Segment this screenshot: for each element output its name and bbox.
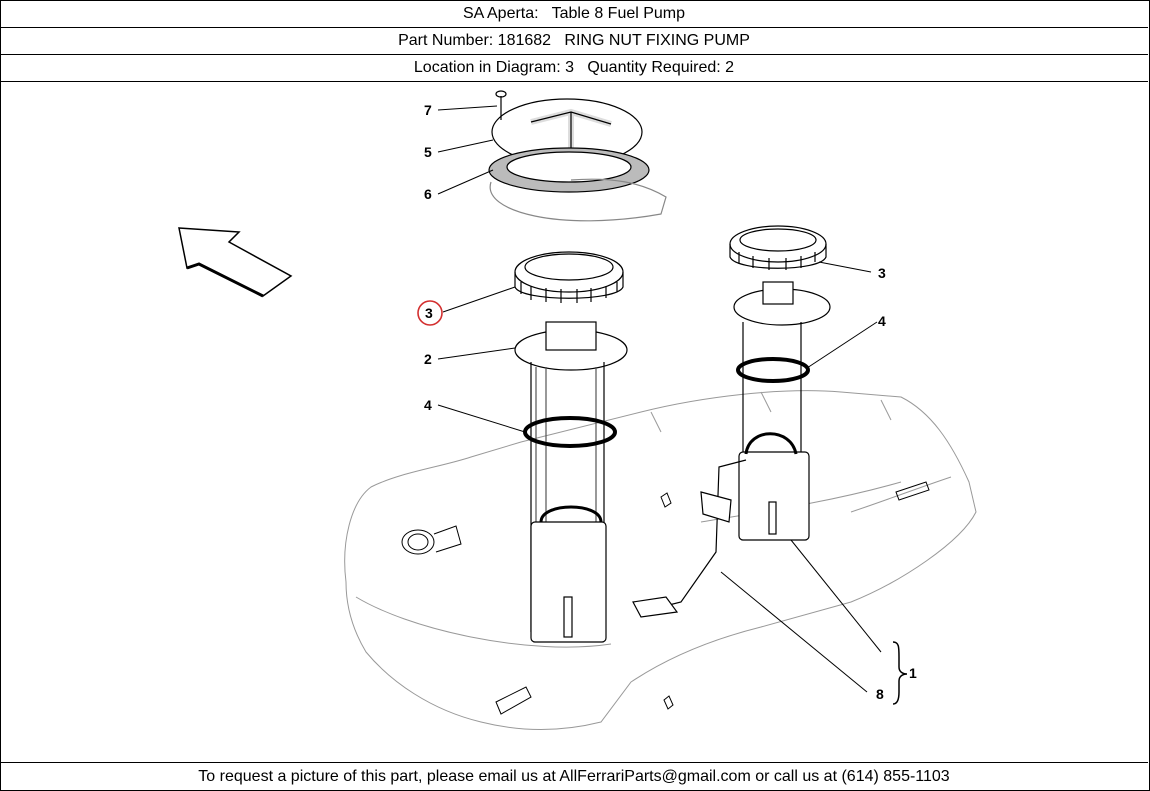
callout-1: 1 [909,665,917,681]
table-title: SA Aperta: Table 8 Fuel Pump [462,5,686,22]
callout-2: 2 [424,351,432,367]
callout-3-right: 3 [878,265,886,281]
diagram-svg: 7 5 6 3 2 4 3 4 1 8 [178,90,977,730]
highlight-circle [417,300,443,326]
callout-6: 6 [424,186,432,202]
callout-4-right: 4 [878,313,886,329]
part-number-row: Part Number: 181682 RING NUT FIXING PUMP [0,28,1148,55]
ring-nut-left [514,251,624,303]
ring-nut-right [729,225,827,270]
title-row: SA Aperta: Table 8 Fuel Pump [0,1,1148,28]
location-quantity: Location in Diagram: 3 Quantity Required… [413,59,735,76]
direction-arrow-icon [178,227,293,298]
callout-3-left: 3 [425,305,433,321]
leader-lines [437,105,908,705]
location-row: Location in Diagram: 3 Quantity Required… [0,55,1148,82]
callout-4-left: 4 [424,397,432,413]
part-number: Part Number: 181682 RING NUT FIXING PUMP [398,32,750,49]
contact-footer: To request a picture of this part, pleas… [0,762,1148,791]
callout-7: 7 [424,102,432,118]
contact-text: To request a picture of this part, pleas… [198,768,950,785]
callout-5: 5 [424,144,432,160]
level-sender [632,459,747,618]
callout-8: 8 [876,686,884,702]
fuel-pump-diagram: 7 5 6 3 2 4 3 4 1 8 [1,82,1149,762]
fuel-tank [344,390,977,730]
screw [495,90,507,120]
pump-module-right [733,281,831,541]
gasket [488,147,667,222]
pump-module-left [514,321,628,643]
